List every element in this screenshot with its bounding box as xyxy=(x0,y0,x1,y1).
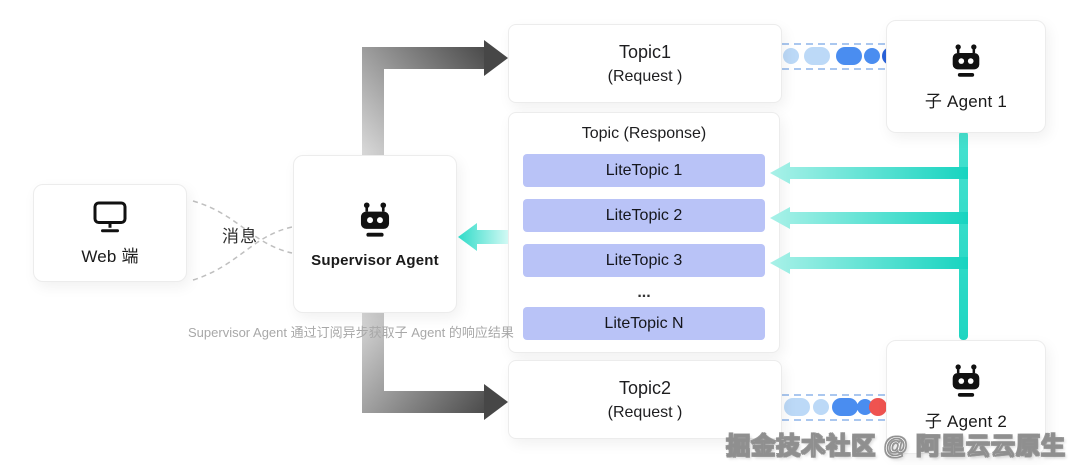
sub-agent-2-node: 子 Agent 2 xyxy=(886,340,1046,454)
robot-icon xyxy=(947,42,985,78)
litetopic-ellipsis: ... xyxy=(637,284,651,301)
topic-response-title: Topic (Response) xyxy=(581,125,707,142)
topic1-node: Topic1 (Request ) xyxy=(508,24,782,103)
supervisor-agent-node: Supervisor Agent xyxy=(293,155,457,313)
sub-agent-2-label: 子 Agent 2 xyxy=(924,412,1008,431)
topic1-subtitle: (Request ) xyxy=(607,67,683,85)
litetopic-row-3: LiteTopic 3 xyxy=(523,244,765,277)
topic2-title: Topic2 xyxy=(618,377,672,398)
robot-icon xyxy=(947,362,985,398)
sub-agent-1-label: 子 Agent 1 xyxy=(924,91,1008,111)
topic2-node: Topic2 (Request ) xyxy=(508,360,782,439)
web-client-label: Web 端 xyxy=(81,246,139,266)
topic1-title: Topic1 xyxy=(618,41,672,62)
topic-response-node: Topic (Response) LiteTopic 1 LiteTopic 2… xyxy=(508,112,780,353)
supervisor-agent-label: Supervisor Agent xyxy=(311,251,439,269)
web-client-node: Web 端 xyxy=(33,184,187,282)
litetopic-row-2: LiteTopic 2 xyxy=(523,199,765,232)
watermark: 掘金技术社区 @ 阿里云云原生 xyxy=(726,433,1066,461)
monitor-icon xyxy=(92,200,128,233)
litetopic-row-1: LiteTopic 1 xyxy=(523,154,765,187)
message-label: 消息 xyxy=(222,227,258,246)
robot-icon xyxy=(355,200,395,238)
litetopic-row-n: LiteTopic N xyxy=(523,307,765,340)
diagram-caption: Supervisor Agent 通过订阅异步获取子 Agent 的响应结果 xyxy=(188,325,514,340)
sub-agent-1-node: 子 Agent 1 xyxy=(886,20,1046,133)
topic2-subtitle: (Request ) xyxy=(607,403,683,421)
